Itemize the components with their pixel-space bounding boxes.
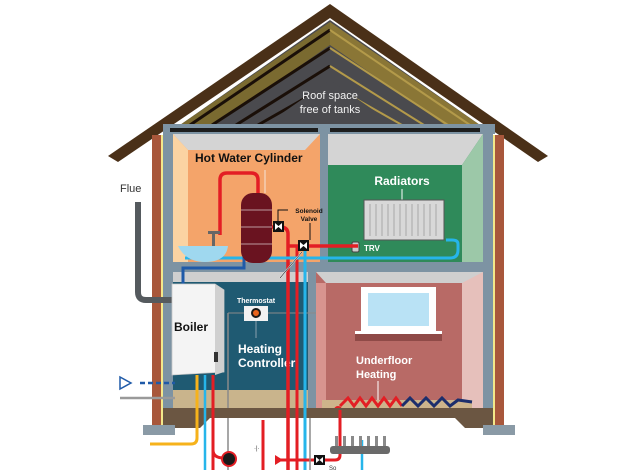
underfloor-label-2: Heating: [356, 369, 396, 381]
inlet-valve-icon: [119, 375, 133, 391]
heating-controller-label-2: Controller: [238, 356, 296, 370]
solenoid-valve-label-1: Solenoid: [295, 208, 322, 215]
roof-triangle-grey: [265, 80, 395, 125]
foundation: [143, 408, 515, 435]
radiator: [363, 199, 445, 241]
bottom-partial-label: So: [329, 466, 337, 470]
heating-controller-label-1: Heating: [238, 342, 282, 356]
roof-insulation-left: [180, 22, 330, 125]
roof-insulation-right: [330, 22, 480, 125]
pump: [221, 451, 237, 467]
roof-outer-right: [330, 4, 548, 162]
flue: Flue: [120, 183, 172, 303]
roof-space: [180, 20, 480, 125]
boiler: Boiler: [171, 283, 225, 376]
brick-walls: [152, 135, 504, 425]
solenoid-valve-upper: [273, 209, 288, 232]
roof: Roof space free of tanks: [108, 4, 548, 162]
roof-space-label-2: free of tanks: [300, 104, 361, 116]
thermostat-label: Thermostat: [237, 298, 276, 305]
manifold: [330, 436, 390, 454]
bottom-small-mark: ·|·: [254, 446, 260, 452]
boiler-label: Boiler: [174, 320, 208, 334]
bottom-valve: [314, 455, 325, 465]
room-underfloor: Underfloor Heating: [316, 272, 483, 418]
hot-water-cylinder: [241, 170, 272, 263]
thermostat-icon: [244, 306, 268, 321]
flue-label: Flue: [120, 183, 141, 195]
room-radiators: Radiators TRV: [328, 134, 483, 262]
hot-water-cylinder-label: Hot Water Cylinder: [195, 151, 303, 165]
roof-outer-left: [108, 4, 330, 162]
radiators-label: Radiators: [374, 174, 430, 188]
solenoid-valve-label-2: Valve: [301, 216, 318, 223]
solenoid-valve-lower: [298, 240, 309, 251]
house-frame: [163, 124, 495, 429]
underfloor-pipes: [338, 395, 473, 409]
basin: [178, 231, 228, 262]
bottom-arrow-icon: [275, 455, 283, 465]
trv-label: TRV: [364, 244, 381, 253]
roof-space-label-1: Roof space: [302, 90, 358, 102]
underfloor-label-1: Underfloor: [356, 355, 413, 367]
